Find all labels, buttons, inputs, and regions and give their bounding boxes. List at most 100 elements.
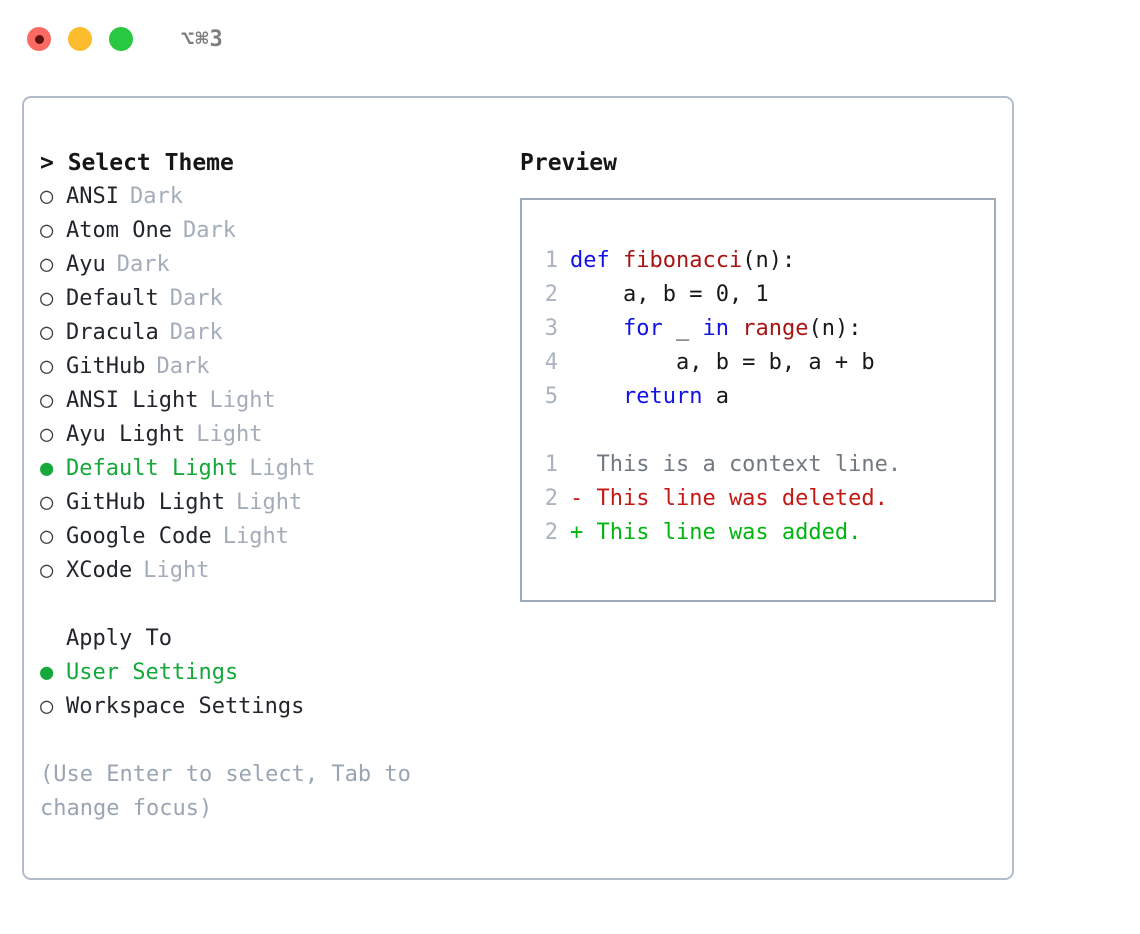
radio-unselected-icon[interactable]: ○ bbox=[40, 558, 54, 583]
diff-line: 1 This is a context line. bbox=[540, 448, 994, 482]
line-number: 2 bbox=[544, 520, 558, 545]
theme-option-row[interactable]: ○ Ayu Dark bbox=[40, 248, 504, 282]
code-token-kw: for bbox=[622, 316, 663, 341]
radio-unselected-icon[interactable]: ○ bbox=[40, 320, 54, 345]
line-number: 4 bbox=[544, 350, 558, 375]
code-token-plain bbox=[570, 384, 623, 409]
theme-option-row[interactable]: ○ Default Dark bbox=[40, 282, 504, 316]
code-line-text: return a bbox=[570, 380, 729, 414]
theme-option-category: Light bbox=[143, 558, 210, 583]
radio-unselected-icon[interactable]: ○ bbox=[40, 184, 54, 209]
code-token-plain bbox=[729, 316, 742, 341]
code-token-del: - This line was deleted. bbox=[570, 486, 888, 511]
theme-option-label: Default Light bbox=[66, 456, 239, 481]
radio-unselected-icon[interactable]: ○ bbox=[40, 354, 54, 379]
code-line: 4 a, b = b, a + b bbox=[540, 346, 994, 380]
code-token-fn: range bbox=[742, 316, 809, 341]
radio-unselected-icon[interactable]: ○ bbox=[40, 524, 54, 549]
preview-header: Preview bbox=[520, 150, 617, 176]
theme-option-label: GitHub bbox=[66, 354, 146, 379]
diff-line: 2- This line was deleted. bbox=[540, 482, 994, 516]
code-line-text: - This line was deleted. bbox=[570, 482, 888, 516]
theme-option-category: Dark bbox=[169, 286, 223, 311]
theme-option-row[interactable]: ○ ANSI Dark bbox=[40, 180, 504, 214]
theme-option-label: Default bbox=[66, 286, 159, 311]
radio-selected-icon[interactable]: ● bbox=[40, 456, 54, 481]
maximize-button[interactable] bbox=[109, 27, 133, 51]
apply-to-list[interactable]: ● User Settings ○ Workspace Settings bbox=[40, 656, 504, 724]
apply-to-heading: Apply To bbox=[66, 626, 172, 651]
apply-to-option-label: Workspace Settings bbox=[66, 694, 305, 719]
close-button[interactable] bbox=[27, 27, 51, 51]
theme-option-category: Light bbox=[209, 388, 276, 413]
keyboard-hint-text: (Use Enter to select, Tab to change focu… bbox=[40, 762, 411, 821]
theme-option-row[interactable]: ○ Dracula Dark bbox=[40, 316, 504, 350]
radio-unselected-icon[interactable]: ○ bbox=[40, 252, 54, 277]
code-token-add: + This line was added. bbox=[570, 520, 862, 545]
theme-option-row[interactable]: ○ Ayu Light Light bbox=[40, 418, 504, 452]
keyboard-shortcut-label: ⌥⌘3 bbox=[181, 26, 224, 52]
code-line: 5 return a bbox=[540, 380, 994, 414]
theme-option-category: Light bbox=[196, 422, 263, 447]
code-token-plain bbox=[570, 316, 623, 341]
apply-to-option-row[interactable]: ○ Workspace Settings bbox=[40, 690, 504, 724]
code-token-kw: return bbox=[622, 384, 703, 409]
code-token-kw: def bbox=[570, 248, 623, 273]
theme-option-category: Light bbox=[249, 456, 316, 481]
theme-option-row[interactable]: ○ XCode Light bbox=[40, 554, 504, 588]
code-token-kw: in bbox=[702, 316, 729, 341]
theme-option-category: Light bbox=[222, 524, 289, 549]
theme-option-label: Google Code bbox=[66, 524, 212, 549]
radio-unselected-icon[interactable]: ○ bbox=[40, 388, 54, 413]
minimize-button[interactable] bbox=[68, 27, 92, 51]
line-number: 1 bbox=[544, 452, 558, 477]
window-controls bbox=[27, 27, 133, 51]
apply-to-option-row[interactable]: ● User Settings bbox=[40, 656, 504, 690]
code-token-plain: a bbox=[702, 384, 729, 409]
theme-option-category: Light bbox=[235, 490, 303, 515]
theme-option-label: Atom One bbox=[66, 218, 172, 243]
radio-unselected-icon[interactable]: ○ bbox=[40, 694, 54, 719]
select-theme-header: > Select Theme bbox=[40, 150, 234, 176]
line-number: 2 bbox=[544, 282, 558, 307]
radio-selected-icon[interactable]: ● bbox=[40, 660, 54, 685]
code-line-text: a, b = 0, 1 bbox=[570, 278, 769, 312]
radio-unselected-icon[interactable]: ○ bbox=[40, 422, 54, 447]
code-line-text: + This line was added. bbox=[570, 516, 861, 550]
list-spacer bbox=[40, 588, 504, 622]
code-token-plain: a, b = b, a + b bbox=[570, 350, 875, 375]
theme-option-category: Dark bbox=[129, 184, 183, 209]
theme-option-row[interactable]: ○ Google Code Light bbox=[40, 520, 504, 554]
code-diff-gap bbox=[540, 414, 994, 448]
theme-option-category: Dark bbox=[169, 320, 223, 345]
radio-unselected-icon[interactable]: ○ bbox=[40, 218, 54, 243]
line-number: 1 bbox=[544, 248, 558, 273]
theme-option-label: Dracula bbox=[66, 320, 159, 345]
diff-sample: 1 This is a context line.2- This line wa… bbox=[540, 448, 994, 550]
radio-unselected-icon[interactable]: ○ bbox=[40, 490, 54, 515]
code-line: 2 a, b = 0, 1 bbox=[540, 278, 994, 312]
theme-option-label: ANSI bbox=[66, 184, 119, 209]
code-line-text: This is a context line. bbox=[570, 448, 901, 482]
theme-option-row[interactable]: ● Default Light Light bbox=[40, 452, 504, 486]
theme-option-label: Ayu Light bbox=[66, 422, 186, 447]
code-token-fn: fibonacci bbox=[622, 248, 743, 273]
radio-unselected-icon[interactable]: ○ bbox=[40, 286, 54, 311]
theme-option-label: Ayu bbox=[66, 252, 106, 277]
diff-line: 2 + This line was added. bbox=[540, 516, 994, 550]
theme-option-category: Dark bbox=[116, 252, 170, 277]
code-token-ctx: This is a context line. bbox=[570, 452, 902, 477]
theme-option-label: XCode bbox=[66, 558, 133, 583]
apply-to-option-label: User Settings bbox=[66, 660, 239, 685]
